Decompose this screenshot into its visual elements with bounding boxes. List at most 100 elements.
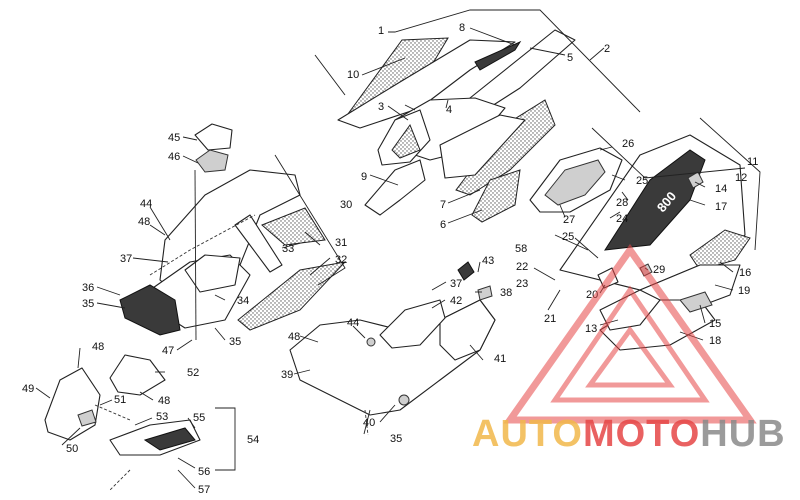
pad-part-31 (261, 207, 326, 246)
callout-54: 54 (247, 434, 259, 446)
trim-part-54 (143, 427, 196, 451)
callout-6: 6 (440, 219, 446, 231)
callout-32: 32 (335, 254, 347, 266)
callout-1: 1 (378, 25, 384, 37)
callout-48-small: 48 (92, 341, 104, 353)
callout-58: 58 (515, 243, 527, 255)
callout-52: 52 (187, 367, 199, 379)
callout-45: 45 (168, 132, 180, 144)
callout-17: 17 (715, 201, 727, 213)
grommet-part-44 (366, 337, 376, 347)
callout-3: 3 (378, 101, 384, 113)
callout-33: 33 (282, 243, 294, 255)
callout-8: 8 (459, 22, 465, 34)
callout-48-pan: 48 (288, 331, 300, 343)
callout-14: 14 (715, 183, 727, 195)
strap-part-33 (234, 214, 283, 273)
callout-37-center: 37 (450, 278, 462, 290)
callout-31: 31 (335, 237, 347, 249)
belly-liner-part-41 (439, 299, 496, 361)
callout-12: 12 (735, 172, 747, 184)
callout-18: 18 (709, 335, 721, 347)
callout-5: 5 (567, 52, 573, 64)
callout-25-upper: 25 (636, 175, 648, 187)
callout-47: 47 (162, 345, 174, 357)
callout-16: 16 (739, 267, 751, 279)
callout-24: 24 (616, 213, 628, 225)
dashed-routing-lines (94, 214, 369, 491)
decal-part-17 (604, 149, 706, 251)
callout-37-left: 37 (120, 253, 132, 265)
callout-49: 49 (22, 383, 34, 395)
clip-part-38 (477, 285, 493, 301)
callout-38: 38 (500, 287, 512, 299)
console-inner (184, 254, 241, 293)
callout-42: 42 (450, 295, 462, 307)
callout-21: 21 (544, 313, 556, 325)
callout-25-lower: 25 (562, 231, 574, 243)
headlight-lens-part-27 (544, 159, 606, 206)
vent-mesh-part-3 (391, 123, 421, 159)
callout-30: 30 (340, 199, 352, 211)
callout-35-bottom: 35 (390, 433, 402, 445)
side-panel-part-49 (44, 367, 101, 441)
callout-35-left: 35 (82, 298, 94, 310)
watermark-text: AUTOMOTOHUB (472, 413, 786, 456)
callout-43: 43 (482, 255, 494, 267)
hood-assembly-group (337, 29, 576, 223)
side-mesh-part-6 (471, 169, 521, 223)
lens-part-15 (679, 291, 713, 313)
watermark-triangle-logo (503, 243, 757, 424)
callout-23: 23 (516, 278, 528, 290)
bracket-part-42 (379, 299, 446, 349)
callout-50: 50 (66, 443, 78, 455)
callout-19: 19 (738, 285, 750, 297)
callout-13: 13 (585, 323, 597, 335)
callout-27: 27 (563, 214, 575, 226)
callout-53: 53 (156, 411, 168, 423)
cover-part-52 (109, 354, 166, 396)
callout-36: 36 (82, 282, 94, 294)
callout-4: 4 (446, 104, 452, 116)
callout-55: 55 (193, 412, 205, 424)
callout-7: 7 (440, 199, 446, 211)
pad-part-32 (237, 261, 347, 331)
belly-pan-group (289, 261, 496, 416)
callout-39: 39 (281, 369, 293, 381)
clip-part-43 (457, 261, 475, 281)
callout-34: 34 (237, 295, 249, 307)
watermark-word-hub: HUB (700, 413, 786, 455)
callout-48-console: 48 (138, 216, 150, 228)
console-trim-part-36 (119, 284, 181, 336)
callout-40: 40 (363, 417, 375, 429)
callout-44-left: 44 (140, 198, 152, 210)
callout-15: 15 (709, 318, 721, 330)
side-fairing-part-9 (364, 159, 426, 216)
console-assembly-group (119, 123, 347, 336)
callout-57: 57 (198, 484, 210, 496)
watermark-word-auto: AUTO (472, 413, 583, 455)
hood-lower-panel (439, 114, 526, 179)
callout-44-center: 44 (347, 317, 359, 329)
trim-strip-part-5 (474, 40, 522, 71)
callout-46: 46 (168, 151, 180, 163)
callout-10: 10 (347, 69, 359, 81)
callout-26: 26 (622, 138, 634, 150)
callout-22: 22 (516, 261, 528, 273)
gauge-ring-part-46 (195, 149, 229, 173)
leader-lines (35, 9, 761, 489)
callout-35-mid: 35 (229, 336, 241, 348)
callout-2: 2 (604, 43, 610, 55)
callout-48-lower: 48 (158, 395, 170, 407)
callout-56: 56 (198, 466, 210, 478)
watermark-word-moto: MOTO (582, 413, 701, 455)
callout-11: 11 (747, 156, 758, 168)
bracket-part-50 (77, 409, 97, 427)
callout-labels: 1 2 3 4 5 6 7 8 9 10 11 12 13 14 15 16 1… (22, 22, 758, 496)
callout-41: 41 (494, 353, 506, 365)
gauge-bezel-part-45 (194, 123, 233, 151)
callout-29: 29 (653, 264, 665, 276)
small-panels-group (44, 354, 201, 456)
